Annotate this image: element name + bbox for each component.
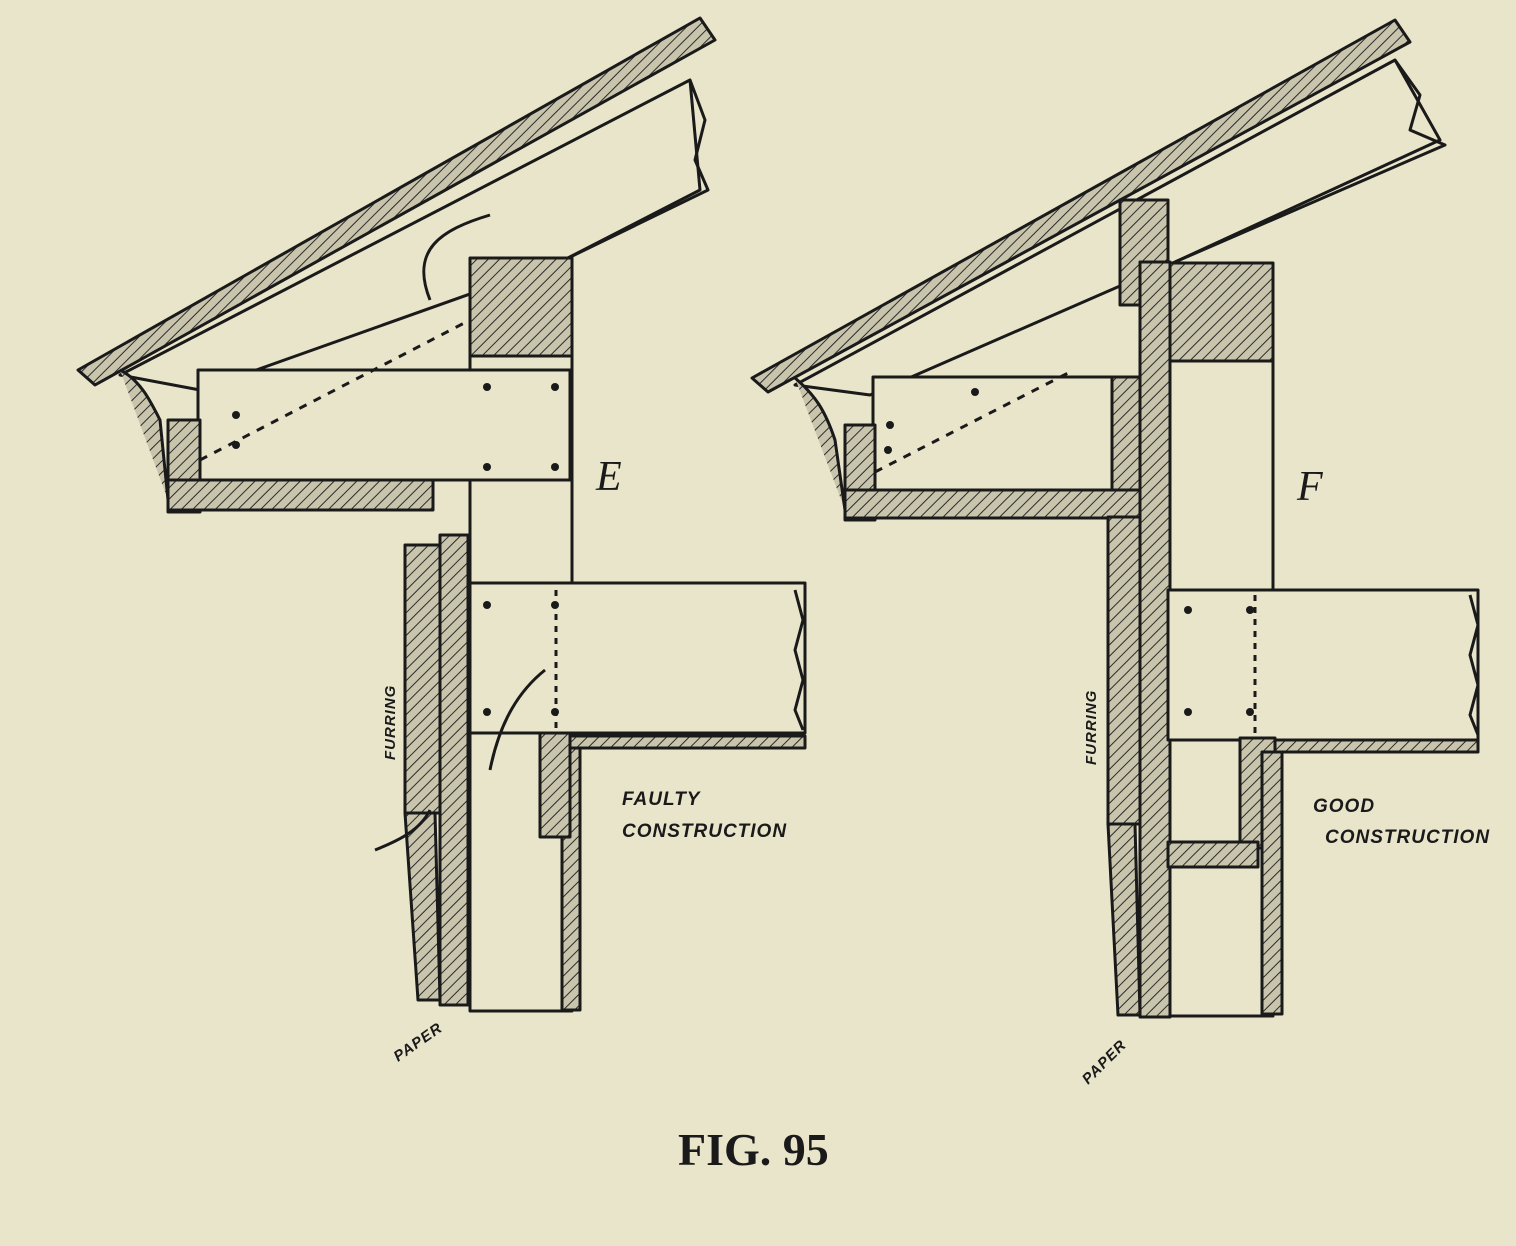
sheathing-e [438, 533, 470, 1007]
figure-caption: FIG. 95 [678, 1124, 829, 1175]
furring-label-e: FURRING [382, 685, 399, 760]
crown-molding-e [119, 368, 170, 501]
roof-boards-f [750, 18, 1412, 394]
detail-f [750, 18, 1480, 1019]
joist-f [871, 375, 1142, 494]
siding-e [403, 811, 442, 1002]
sheathing-f [1138, 260, 1172, 1019]
ceiling-plaster-f [1253, 738, 1480, 754]
air-arrow-icon [422, 213, 491, 301]
wall-plaster-f [1260, 750, 1284, 1016]
soffit-e [166, 478, 435, 512]
joist-e [196, 368, 572, 482]
paper-label-f: PAPER [1079, 1037, 1130, 1088]
soffit-f [843, 488, 1142, 520]
rafter-f [793, 58, 1442, 397]
floor-joist-e [468, 581, 807, 735]
plate-e [468, 256, 574, 358]
furring-f [1106, 515, 1142, 826]
furring-label-f: FURRING [1083, 690, 1100, 765]
good-label-line2: CONSTRUCTION [1325, 827, 1490, 848]
roof-boards-e [76, 16, 717, 387]
detail-letter-f: F [1296, 464, 1323, 510]
faulty-label-line2: CONSTRUCTION [622, 821, 787, 842]
furring-e [403, 543, 442, 815]
faulty-label-line1: FAULTY [622, 789, 702, 810]
paper-label-e: PAPER [391, 1019, 446, 1065]
air-arrow-icon [488, 668, 546, 771]
floor-joist-f [1166, 588, 1480, 742]
ground-block-e [538, 731, 572, 839]
detail-letter-e: E [595, 454, 622, 500]
siding-f [1106, 822, 1142, 1017]
detail-e [76, 16, 807, 1013]
ceiling-plaster-e [558, 734, 807, 750]
crown-molding-f [794, 376, 847, 511]
good-label-line1: GOOD [1313, 796, 1375, 817]
firestop-horizontal-f [1166, 840, 1260, 869]
rafter-e [118, 78, 702, 392]
air-arrow-icon [374, 809, 432, 852]
plate-f [1166, 261, 1275, 363]
